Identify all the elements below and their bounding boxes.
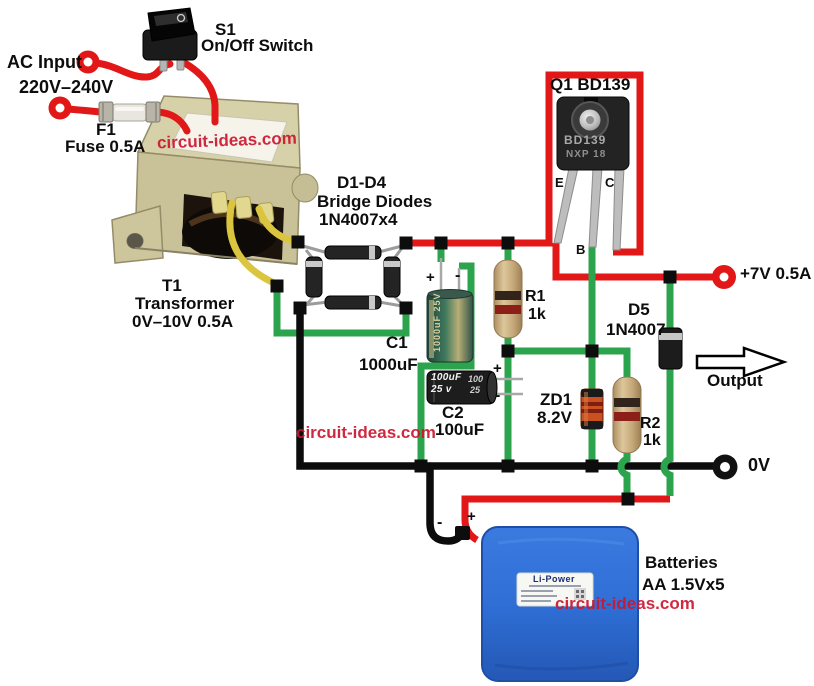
transformer-photo: [111, 95, 319, 265]
battery-title-label: Batteries: [645, 553, 718, 572]
wire-ac-neutral: [63, 105, 105, 116]
red-wires: [63, 58, 714, 544]
c1-plus-label: +: [426, 269, 435, 286]
q1-marking-1: BD139: [564, 133, 607, 147]
s1-desc-label: On/Off Switch: [201, 36, 314, 55]
r1-value-label: 1k: [528, 306, 546, 323]
zero-volt-label: 0V: [748, 455, 771, 475]
wire-0v-rail: [296, 308, 716, 470]
capacitor-c1-photo: [426, 258, 474, 363]
zd1-ref-label: ZD1: [540, 390, 573, 409]
r1-ref-label: R1: [525, 288, 546, 305]
bridge-rectifier-photo: [302, 244, 404, 310]
battery-brand-label: Li-Power: [533, 574, 576, 584]
watermark-middle: circuit-ideas.com: [296, 423, 436, 442]
output-arrow-label: Output: [707, 371, 763, 390]
transformer-secondary-wires: [226, 199, 298, 287]
switch-o-marking-icon: [176, 13, 186, 23]
battery-spec-label: AA 1.5Vx5: [642, 575, 725, 594]
c1-value-label: 1000uF: [359, 355, 418, 374]
diode-d5-photo: [658, 327, 683, 370]
d5-value-label: 1N4007: [606, 320, 666, 339]
positive-output-label: +7V 0.5A: [740, 264, 812, 283]
battery-pack-photo: [481, 526, 639, 682]
battery-minus-label: -: [437, 514, 443, 531]
fuse-photo: [98, 101, 161, 123]
q1-pin-e: E: [555, 175, 564, 190]
c1-body-text: 1000uF 25V: [432, 292, 442, 352]
c2-ref-label: C2: [442, 403, 464, 422]
c1-ref-label: C1: [386, 333, 408, 352]
junction-nodes: [270, 235, 677, 540]
watermark-battery: circuit-ideas.com: [555, 594, 695, 613]
d5-ref-label: D5: [628, 300, 650, 319]
t1-ref-label: T1: [162, 276, 182, 295]
ac-input-label: AC Input: [7, 52, 82, 72]
wire-fuse-to-transformer: [154, 108, 191, 135]
wire-ac-live: [93, 59, 174, 81]
s1-ref-label: S1: [215, 20, 236, 39]
c2-minus-label: -: [495, 387, 501, 404]
wire-secondary-return: [273, 285, 410, 337]
r2-value-label: 1k: [643, 432, 661, 449]
t1-desc-label: Transformer: [135, 294, 235, 313]
c1-minus-label: -: [455, 267, 461, 284]
battery-label-qr-icon: [574, 588, 586, 600]
wire-d5-to-battery: [660, 368, 674, 496]
bridge-part-label: 1N4007x4: [319, 210, 398, 229]
zener-zd1-photo: [580, 388, 604, 430]
wire-dc-positive-bus: [406, 71, 644, 256]
transformer-bobbin-tabs: [210, 191, 275, 224]
resistor-r2-photo: [612, 376, 642, 454]
capacitor-c2-photo: [426, 370, 523, 405]
c2-body-echo2: 25: [470, 385, 481, 395]
q1-pin-c: C: [605, 175, 615, 190]
resistor-r1-photo: [493, 259, 523, 339]
c2-plus-label: +: [493, 360, 502, 377]
output-arrow-icon: [695, 346, 788, 378]
ac-voltage-label: 220V–240V: [19, 77, 114, 97]
c2-body-echo1: 100: [468, 374, 484, 384]
f1-ref-label: F1: [96, 120, 116, 139]
wire-c1-negative: [417, 262, 475, 464]
c2-body-line2: 25 v: [431, 384, 452, 395]
bridge-name-label: Bridge Diodes: [317, 192, 433, 211]
wire-base-to-r2: [508, 347, 631, 377]
battery-plus-label: +: [467, 508, 476, 525]
ring-terminals: [48, 50, 738, 480]
zd1-value-label: 8.2V: [537, 408, 572, 427]
wire-r2-to-battery: [617, 450, 631, 496]
f1-desc-label: Fuse 0.5A: [65, 137, 146, 156]
wire-emitter-to-output: [552, 243, 714, 281]
q1-pin-b: B: [576, 242, 586, 257]
wire-switch-to-transformer: [179, 58, 219, 126]
q1-marking-2: NXP 18: [566, 149, 607, 160]
r2-ref-label: R2: [640, 415, 661, 432]
c2-body-line1: 100uF: [431, 372, 462, 383]
c2-value-label: 100uF: [435, 420, 485, 439]
rocker-switch-photo: [142, 7, 198, 72]
bridge-refs-label: D1-D4: [337, 173, 387, 192]
q1-label: Q1 BD139: [550, 75, 631, 94]
transistor-q1-photo: [553, 96, 630, 251]
t1-rating-label: 0V–10V 0.5A: [132, 312, 234, 331]
